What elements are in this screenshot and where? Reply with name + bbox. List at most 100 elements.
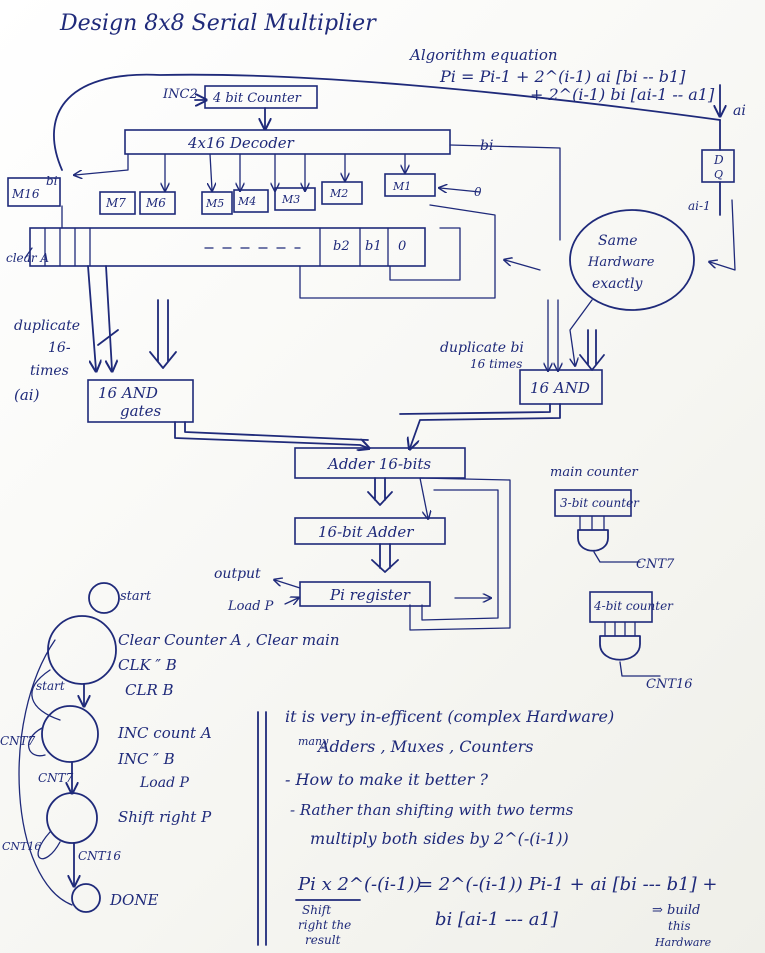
note-build-this: this bbox=[668, 919, 691, 933]
counter-4bit-second-label: 4-bit counter bbox=[593, 599, 674, 613]
same-hw-line1: Same bbox=[598, 233, 638, 249]
note-line3: - How to make it better ? bbox=[285, 770, 488, 789]
adder-16bit-second-box bbox=[294, 517, 446, 545]
note-shift-line2: right the bbox=[298, 918, 351, 932]
counter-3bit-label: 3-bit counter bbox=[560, 496, 640, 510]
duplicate-left-line1: duplicate bbox=[14, 318, 80, 334]
cnt16-label: CNT16 bbox=[646, 677, 693, 692]
dff-d-label: D bbox=[713, 153, 724, 167]
note-eq-rhs2: bi [ai-1 --- a1] bbox=[435, 909, 559, 930]
fsm-state2-line2: INC ″ B bbox=[117, 750, 175, 768]
algorithm-equation-line1: Pi = Pi-1 + 2^(i-1) ai [bi -- b1] bbox=[439, 67, 686, 86]
mux-m1-box bbox=[384, 173, 436, 197]
fsm-state2-line3: Load P bbox=[139, 775, 189, 791]
duplicate-right-line2: 16 times bbox=[470, 357, 522, 371]
d-flipflop-box bbox=[701, 149, 735, 183]
mux-m4-box bbox=[233, 189, 269, 213]
fsm-state-clear[interactable] bbox=[47, 615, 117, 685]
mux-m4-label: M4 bbox=[237, 195, 256, 208]
fsm-state1-line3: CLR B bbox=[125, 681, 174, 699]
mux-m6-box bbox=[139, 191, 176, 215]
mux-m2-label: M2 bbox=[329, 187, 348, 200]
and-left-line1: 16 AND bbox=[98, 384, 158, 402]
duplicate-left-line3: times bbox=[30, 363, 69, 379]
mux-m7-label: M7 bbox=[105, 196, 126, 210]
output-label: output bbox=[214, 566, 261, 582]
mux-m16-box bbox=[7, 177, 61, 207]
mux-m3-label: M3 bbox=[281, 193, 300, 206]
register-cell-b1: b1 bbox=[365, 239, 382, 254]
adder1-label: Adder 16-bits bbox=[326, 455, 431, 473]
counter-4bit-box bbox=[204, 85, 318, 109]
fsm-state4-label: DONE bbox=[109, 891, 158, 909]
note-shift-line1: Shift bbox=[302, 903, 331, 917]
and-gates-right-box bbox=[519, 369, 603, 405]
decoder-label: 4x16 Decoder bbox=[187, 134, 295, 152]
fsm-start-loop-label: start bbox=[120, 589, 152, 604]
mux-m2-box bbox=[321, 181, 363, 205]
mux-m1-label: M1 bbox=[392, 180, 411, 193]
register-cell-b2: b2 bbox=[333, 239, 350, 254]
start-loop-circle bbox=[88, 582, 120, 614]
fsm-state1-line2: CLK ″ B bbox=[118, 656, 177, 674]
note-line5: multiply both sides by 2^(-(i-1)) bbox=[310, 829, 569, 848]
duplicate-left-line4: (ai) bbox=[14, 386, 40, 404]
fsm-state3-label: Shift right P bbox=[118, 808, 212, 826]
fsm-state-done[interactable] bbox=[71, 883, 101, 913]
note-shift-line3: result bbox=[305, 933, 341, 947]
fsm-state-shift[interactable] bbox=[46, 792, 98, 844]
ai-input-label: ai bbox=[733, 103, 746, 119]
same-hw-line2: Hardware bbox=[587, 255, 655, 270]
fsm-state1-line1: Clear Counter A , Clear main bbox=[118, 631, 340, 649]
fsm-state-inc[interactable] bbox=[41, 705, 99, 763]
clear-a-label: clear A bbox=[6, 251, 49, 265]
fsm-cnt16-loop-label: CNT16 bbox=[2, 840, 41, 853]
mux-m5-label: M5 bbox=[205, 197, 224, 210]
main-counter-label: main counter bbox=[550, 465, 639, 480]
register-cell-0: 0 bbox=[398, 239, 406, 254]
inc2-label: INC2 bbox=[162, 87, 198, 102]
mux-m6-label: M6 bbox=[145, 196, 166, 210]
fsm-cnt7-edge-label: CNT7 bbox=[38, 771, 74, 785]
algorithm-label: Algorithm equation bbox=[408, 46, 558, 64]
note-line4: - Rather than shifting with two terms bbox=[290, 801, 574, 819]
dff-q-label: Q bbox=[714, 168, 723, 181]
note-many: many bbox=[298, 735, 329, 748]
counter-4bit-second-box bbox=[589, 591, 653, 623]
note-build-hardware: Hardware bbox=[654, 936, 712, 949]
fsm-cnt16-edge-label: CNT16 bbox=[78, 849, 121, 863]
same-hw-line3: exactly bbox=[592, 276, 643, 292]
and-gate-cnt7 bbox=[577, 529, 609, 552]
pi-register-label: Pi register bbox=[329, 586, 411, 604]
and-left-line2: gates bbox=[120, 402, 161, 420]
ai-1-label: ai-1 bbox=[688, 199, 711, 213]
loadp-label: Load P bbox=[227, 599, 274, 614]
mux-zero-input: 0 bbox=[474, 185, 482, 199]
fsm-state2-line1: INC count A bbox=[117, 724, 212, 742]
adder2-label: 16-bit Adder bbox=[318, 523, 414, 541]
note-eq-lhs: Pi x 2^(-(i-1)) bbox=[297, 874, 421, 895]
note-eq-rhs: = 2^(-(i-1)) Pi-1 + ai [bi --- b1] + bbox=[418, 874, 717, 895]
fsm-cnt7-loop-label: CNT7 bbox=[0, 734, 36, 748]
note-build: ⇒ build bbox=[652, 903, 700, 918]
counter-4bit-label: 4 bit Counter bbox=[212, 91, 302, 106]
note-line2: Adders , Muxes , Counters bbox=[316, 737, 534, 756]
mux-m3-box bbox=[274, 187, 316, 211]
page-title: Design 8x8 Serial Multiplier bbox=[59, 11, 377, 36]
note-line1: it is very in-efficent (complex Hardware… bbox=[285, 707, 614, 726]
and-gates-left-box bbox=[87, 379, 194, 423]
and-right-label: 16 AND bbox=[530, 379, 590, 397]
and-gate-cnt16 bbox=[599, 635, 641, 661]
counter-3bit-box bbox=[554, 489, 632, 517]
fsm-start-edge-label: start bbox=[36, 679, 65, 693]
adder-16bits-box bbox=[294, 447, 466, 479]
duplicate-right-line1: duplicate bi bbox=[440, 340, 524, 356]
same-hardware-circle bbox=[569, 209, 695, 311]
mux-m16-label: M16 bbox=[11, 187, 40, 201]
mux-m7-box bbox=[99, 191, 136, 215]
duplicate-left-line2: 16- bbox=[48, 340, 71, 356]
shift-register-box bbox=[29, 227, 426, 267]
decoder-box bbox=[124, 129, 451, 155]
pi-register-box bbox=[299, 581, 431, 607]
